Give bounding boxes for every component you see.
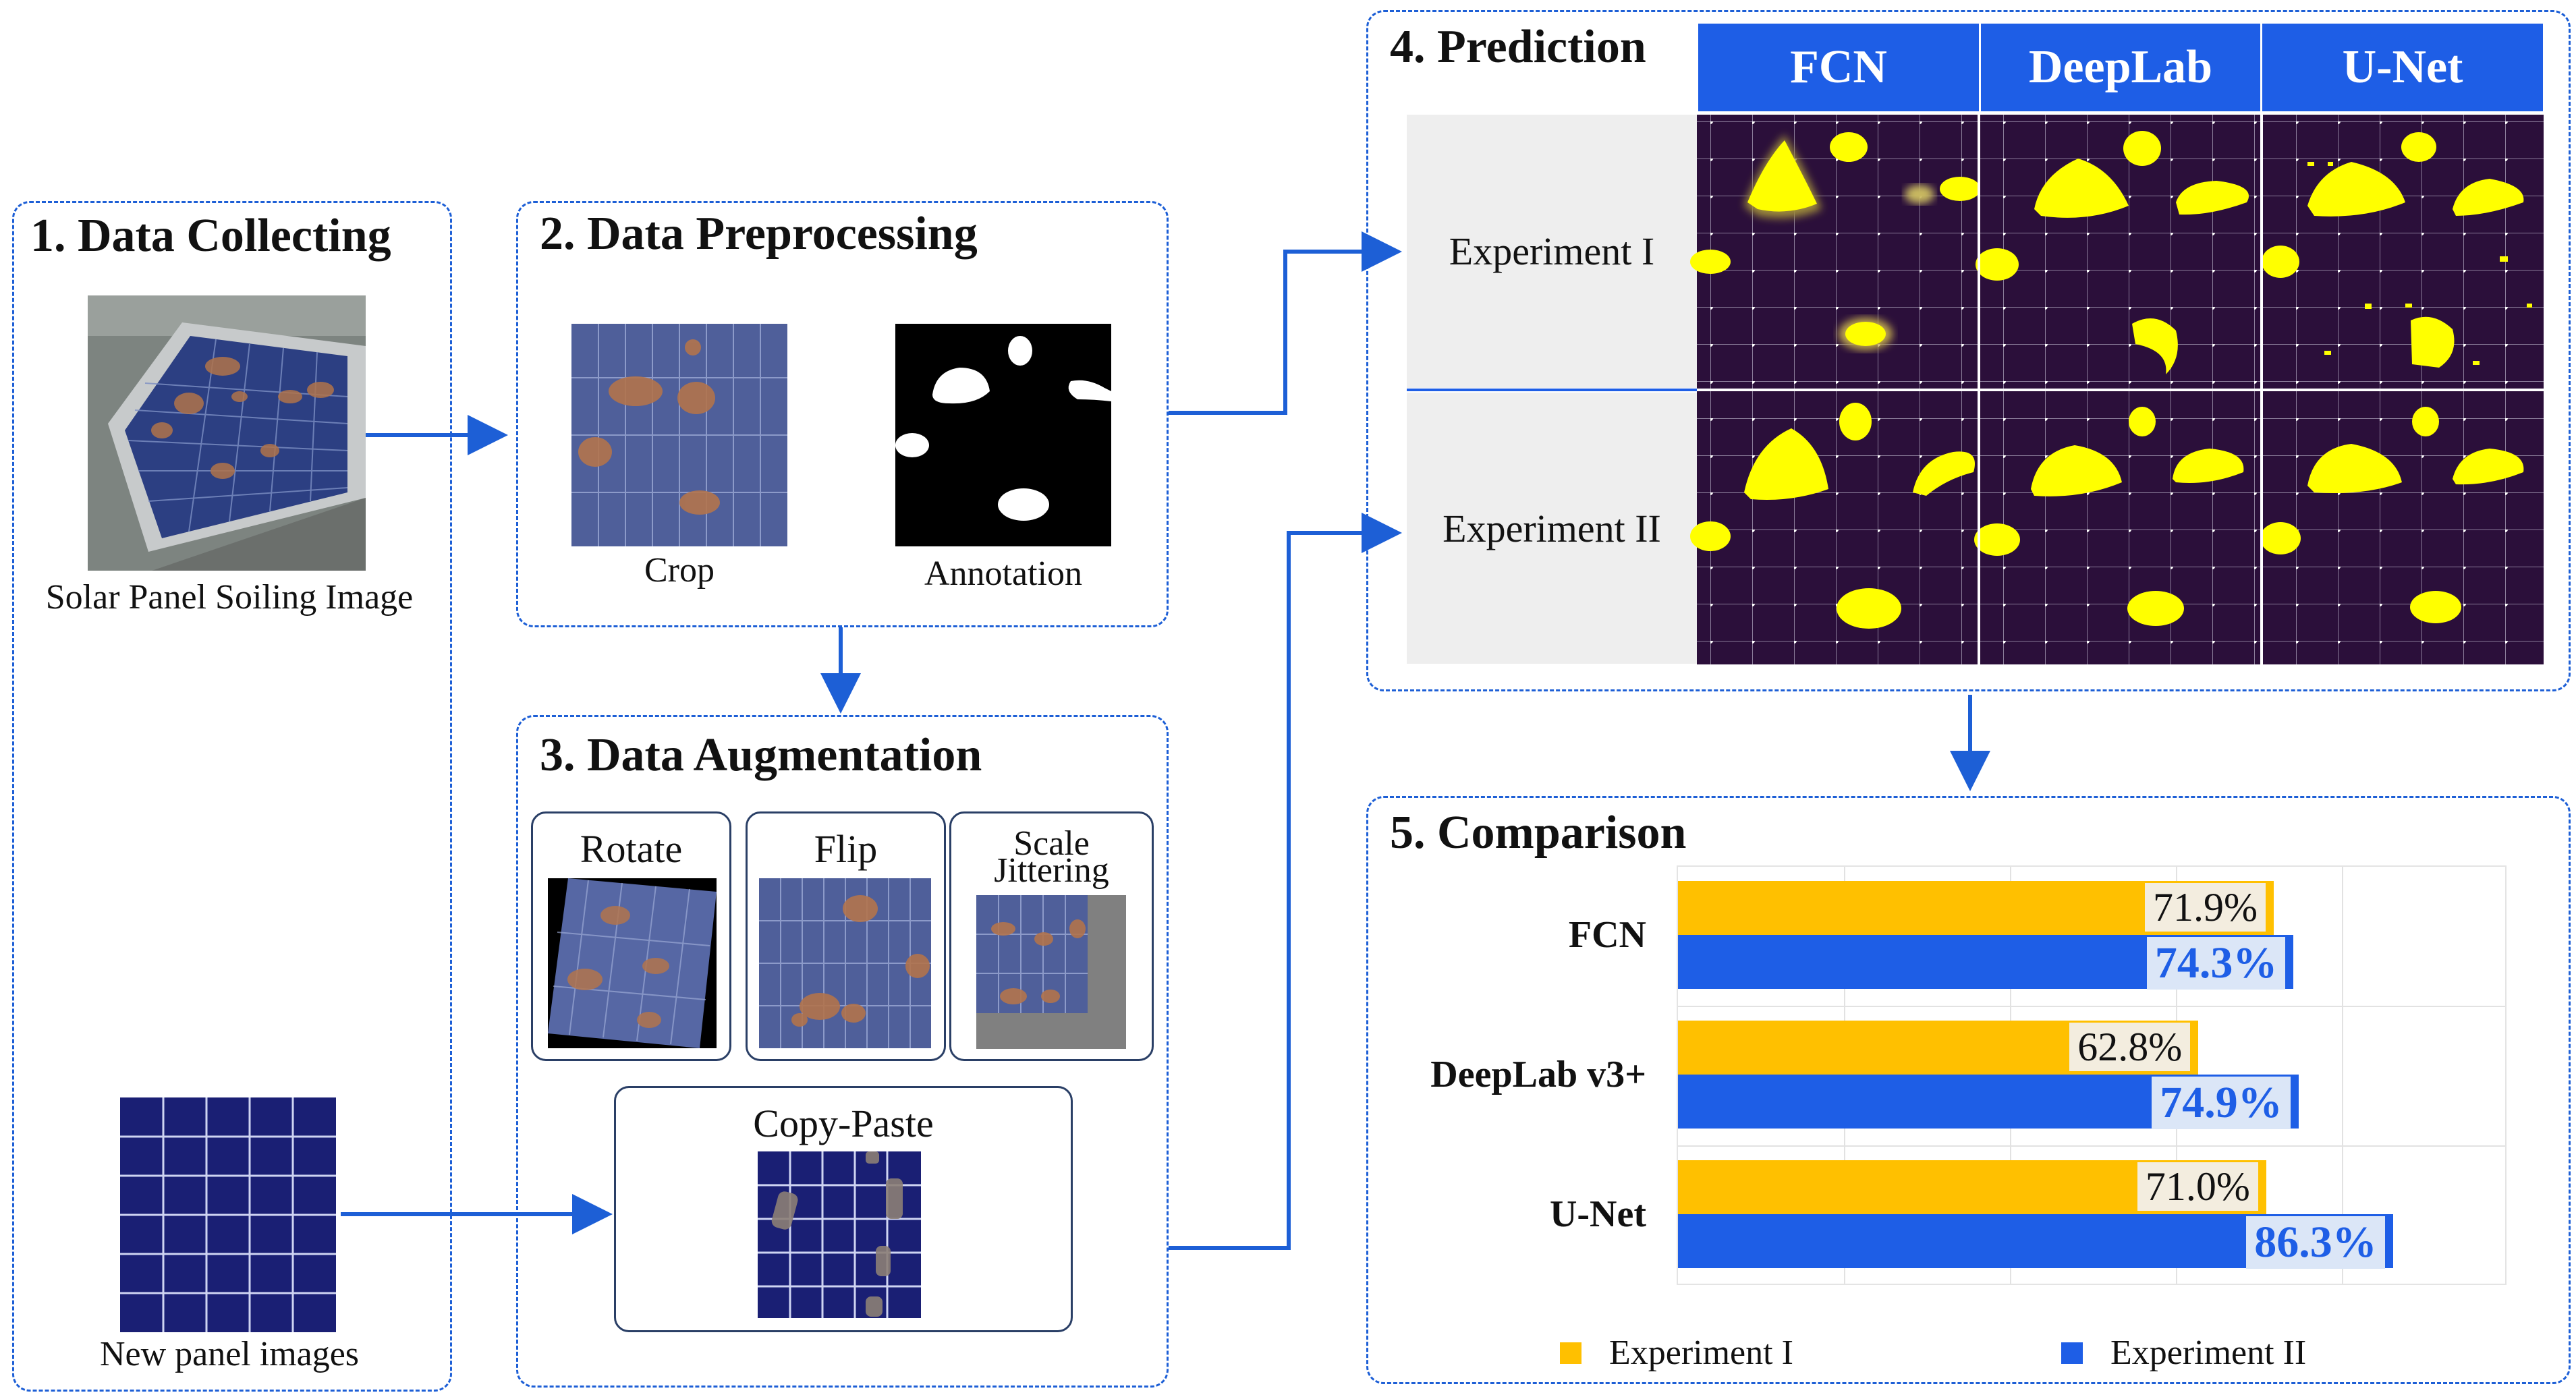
rotate-box	[531, 811, 731, 1061]
bar-value-label: 74.9%	[2152, 1077, 2291, 1129]
category-label: DeepLab v3+	[1430, 1054, 1646, 1095]
rotated-image	[548, 878, 717, 1048]
pred-unet-exp2	[2260, 407, 2524, 623]
section-title-augmentation: 3. Data Augmentation	[540, 729, 982, 781]
bar-value-label: 71.9%	[2144, 883, 2266, 932]
bar-value-label: 62.8%	[2069, 1023, 2191, 1071]
bar-end-marker	[2293, 1077, 2299, 1126]
section-title-comparison: 5. Comparison	[1390, 807, 1687, 859]
section-title-prediction: 4. Prediction	[1390, 21, 1646, 73]
crop-image	[571, 324, 787, 546]
copy-paste-label: Copy-Paste	[753, 1102, 934, 1145]
scale-label: Scale	[1013, 824, 1090, 863]
experiment-1-label: Experiment I	[1407, 115, 1697, 388]
scale-jittered-image	[976, 895, 1126, 1049]
section-comparison	[1366, 796, 2571, 1384]
bar-value-label: 71.0%	[2137, 1162, 2258, 1211]
bar-end-marker	[2260, 1163, 2266, 1211]
bar-value-label: 86.3%	[2246, 1216, 2385, 1269]
annotation-mask-image	[895, 324, 1111, 546]
model-header-deeplab: DeepLab	[1981, 24, 2260, 111]
legend-swatch-exp2	[2061, 1342, 2083, 1364]
caption-crop: Crop	[644, 551, 715, 590]
legend-label-exp1: Experiment I	[1609, 1334, 1793, 1372]
section-data-preprocessing	[516, 201, 1169, 627]
section-data-augmentation	[516, 715, 1169, 1388]
legend-label-exp2: Experiment II	[2110, 1334, 2307, 1372]
prediction-grid	[1690, 115, 2544, 664]
new-panel-image	[120, 1097, 336, 1332]
flip-box	[746, 811, 946, 1061]
experiment-divider	[1407, 389, 1697, 391]
category-label: FCN	[1568, 914, 1646, 956]
bar-end-marker	[2193, 1023, 2199, 1072]
category-label: U-Net	[1549, 1193, 1646, 1235]
solar-panel-soiling-image	[88, 295, 366, 571]
copy-paste-box	[614, 1086, 1073, 1332]
flipped-image	[759, 878, 931, 1048]
gridline	[1678, 1006, 2505, 1007]
bar-value-label: 74.3%	[2146, 937, 2286, 990]
experiment-2-label: Experiment II	[1407, 393, 1697, 664]
legend-swatch-exp1	[1560, 1342, 1581, 1364]
gridline	[1678, 1145, 2505, 1147]
pred-deeplab-exp2	[1974, 407, 2244, 626]
section-data-collecting	[12, 201, 452, 1392]
jittering-label: Jittering	[994, 851, 1109, 890]
caption-solar-soiling: Solar Panel Soiling Image	[45, 578, 414, 617]
scale-jittering-box	[949, 811, 1154, 1061]
section-prediction	[1366, 10, 2571, 691]
section-title-collecting: 1. Data Collecting	[30, 210, 391, 262]
bar-end-marker	[2268, 884, 2274, 932]
arrow-preprocess-to-exp1	[1169, 231, 1402, 415]
gridline	[2342, 867, 2343, 1284]
pred-fcn-exp2	[1690, 403, 1975, 629]
caption-annotation: Annotation	[924, 554, 1082, 593]
pred-deeplab-exp1	[1976, 131, 2249, 374]
flip-label: Flip	[814, 827, 878, 871]
rotate-label: Rotate	[580, 827, 683, 871]
model-header-fcn: FCN	[1698, 24, 1979, 111]
model-header-unet: U-Net	[2262, 24, 2543, 111]
pred-unet-exp1	[2262, 132, 2532, 368]
pred-fcn-exp1	[1690, 132, 1980, 350]
copy-paste-image	[758, 1151, 921, 1318]
bar-end-marker	[2288, 938, 2294, 986]
arrow-augment-to-exp2	[1169, 513, 1402, 1250]
bar-end-marker	[2387, 1217, 2393, 1265]
section-title-preprocessing: 2. Data Preprocessing	[540, 208, 978, 260]
caption-new-panel: New panel images	[99, 1335, 360, 1373]
